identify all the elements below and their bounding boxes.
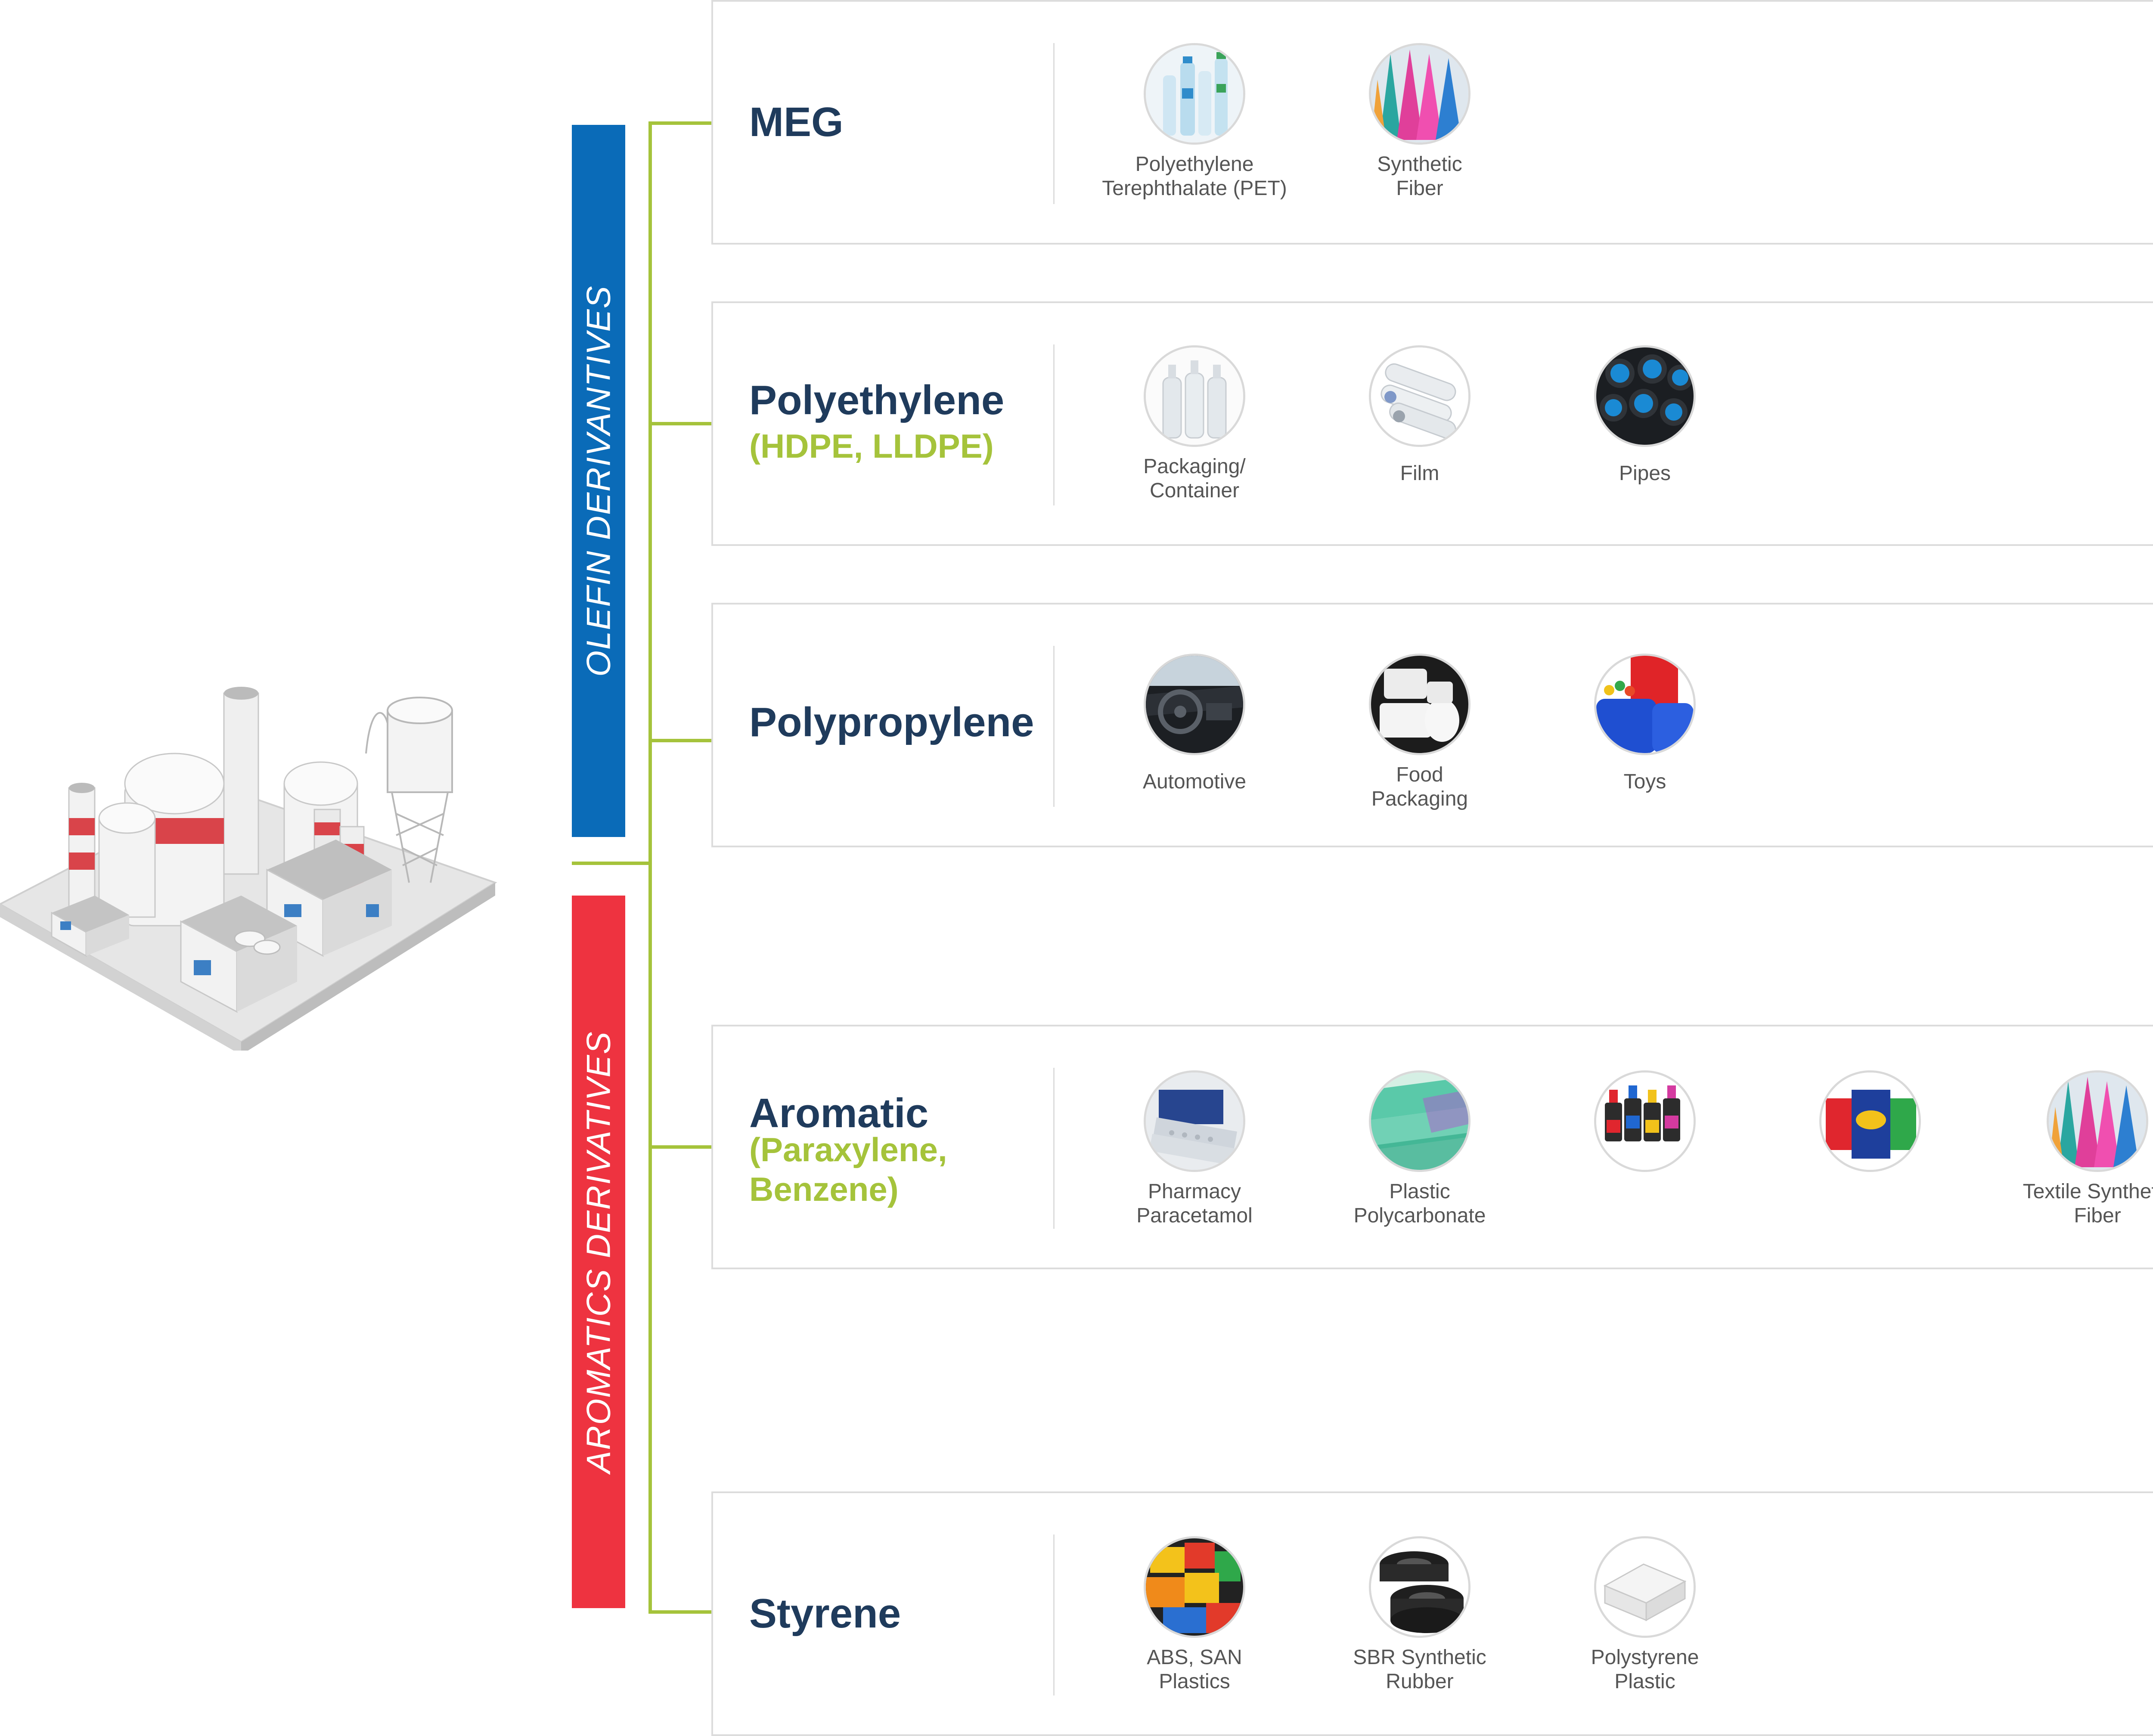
foam-box-icon <box>1594 1536 1696 1638</box>
product-label: Film <box>1400 462 1439 485</box>
product-item-polystyrene: Polystyrene Plastic <box>1533 1536 1757 1694</box>
product-item-film: Film <box>1308 345 1532 486</box>
card-polypropylene: Polypropylene Automotive Food Pac <box>711 603 2153 847</box>
card-title: Styrene <box>749 1590 901 1637</box>
connector-branch-styrene <box>648 1610 712 1614</box>
building-blocks-icon <box>1144 1536 1245 1638</box>
refinery-illustration <box>0 680 499 1055</box>
product-label: ABS, SAN Plastics <box>1147 1646 1242 1693</box>
product-item-packaging-container: Packaging/ Container <box>1083 345 1306 503</box>
aromatics-derivatives-label: AROMATICS DERIVATIVES <box>579 1030 617 1473</box>
product-label: Pharmacy Paracetamol <box>1136 1180 1253 1227</box>
aromatics-derivatives-bar: AROMATICS DERIVATIVES <box>572 896 625 1608</box>
connector-branch-polypropylene <box>648 739 712 742</box>
product-item-pharmacy: Pharmacy Paracetamol <box>1083 1070 1306 1228</box>
connector-branch-meg <box>648 121 712 125</box>
car-interior-icon <box>1144 654 1245 755</box>
product-label: Synthetic Fiber <box>1377 153 1462 200</box>
product-label: Polystyrene Plastic <box>1591 1646 1699 1693</box>
card-subtitle: (HDPE, LLDPE) <box>749 427 994 465</box>
card-polyethylene: Polyethylene (HDPE, LLDPE) Packaging/ Co… <box>711 301 2153 546</box>
card-title: MEG <box>749 99 844 145</box>
medicine-blister-icon <box>1144 1070 1245 1172</box>
tires-icon <box>1369 1536 1470 1638</box>
detergent-packs-icon <box>1819 1070 1921 1172</box>
product-item-synthetic-fiber: Synthetic Fiber <box>1308 43 1532 201</box>
card-title: Aromatic <box>749 1090 929 1136</box>
film-rolls-icon <box>1369 345 1470 447</box>
olefin-derivatives-bar: OLEFIN DERIVANTIVES <box>572 125 625 837</box>
product-item-pipes: Pipes <box>1533 345 1757 486</box>
product-item-automotive: Automotive <box>1083 654 1306 794</box>
pipes-icon <box>1594 345 1696 447</box>
product-label: Packaging/ Container <box>1143 455 1246 502</box>
thread-spools-icon <box>1369 43 1470 145</box>
product-item-sbr-rubber: SBR Synthetic Rubber <box>1308 1536 1532 1694</box>
connector-branch-polyethylene <box>648 422 712 425</box>
product-item-detergent <box>1758 1070 1982 1180</box>
card-styrene: Styrene ABS, SAN Plastics <box>711 1491 2153 1736</box>
product-label: Toys <box>1623 770 1666 793</box>
product-label: Textile Synthetic Fiber <box>2023 1180 2153 1227</box>
product-item-textile-fiber: Textile Synthetic Fiber <box>1985 1070 2153 1228</box>
food-containers-icon <box>1369 654 1470 755</box>
card-divider <box>1053 1534 1055 1696</box>
card-divider <box>1053 43 1055 204</box>
card-title: Polypropylene <box>749 699 1034 745</box>
toys-icon <box>1594 654 1696 755</box>
card-aromatic: Aromatic (Paraxylene, Benzene) Pharmacy … <box>711 1025 2153 1269</box>
connector-trunk <box>648 121 652 1614</box>
product-label: Food Packaging <box>1371 763 1468 810</box>
thread-spools-icon <box>2047 1070 2148 1172</box>
product-label: SBR Synthetic Rubber <box>1353 1646 1486 1693</box>
product-label: Polyethylene Terephthalate (PET) <box>1102 153 1287 200</box>
product-item-toys: Toys <box>1533 654 1757 794</box>
product-item-abs-san: ABS, SAN Plastics <box>1083 1536 1306 1694</box>
connector-bar-split <box>572 862 651 865</box>
plastic-bottles-icon <box>1144 345 1245 447</box>
product-label: Automotive <box>1142 770 1247 793</box>
paint-bottles-icon <box>1594 1070 1696 1172</box>
product-label: Plastic Polycarbonate <box>1353 1180 1486 1227</box>
product-label: Pipes <box>1619 462 1671 485</box>
connector-branch-aromatic <box>648 1145 712 1149</box>
product-item-food-packaging: Food Packaging <box>1308 654 1532 811</box>
product-item-pet: Polyethylene Terephthalate (PET) <box>1083 43 1306 201</box>
card-divider <box>1053 344 1055 505</box>
card-divider <box>1053 1068 1055 1229</box>
polycarbonate-sheets-icon <box>1369 1070 1470 1172</box>
olefin-derivatives-label: OLEFIN DERIVANTIVES <box>579 285 617 677</box>
card-meg: MEG Polyethylene Terephthalate (PET) <box>711 0 2153 245</box>
product-item-polycarbonate: Plastic Polycarbonate <box>1308 1070 1532 1228</box>
card-divider <box>1053 646 1055 807</box>
pet-bottles-icon <box>1144 43 1245 145</box>
card-title: Polyethylene <box>749 377 1005 423</box>
product-item-paint-bottles <box>1533 1070 1757 1180</box>
card-subtitle: (Paraxylene, Benzene) <box>749 1131 947 1208</box>
